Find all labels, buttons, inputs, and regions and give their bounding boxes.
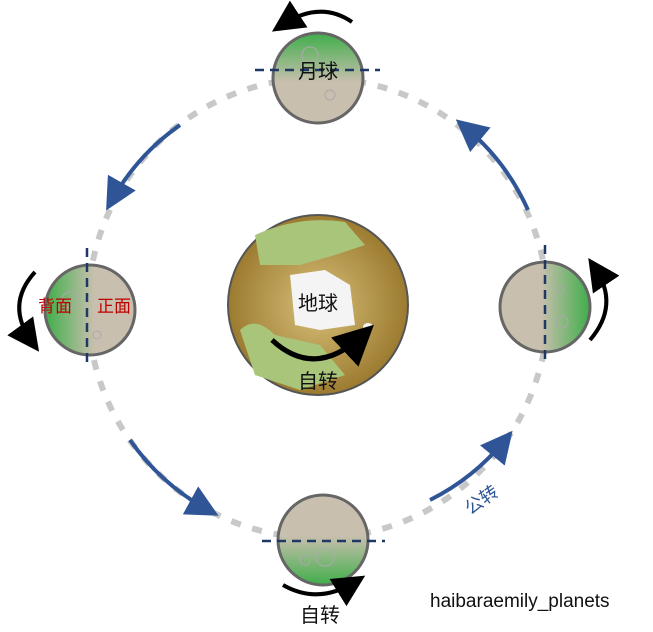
moon-top-rotation-arrow <box>271 0 354 32</box>
moon-rotation-label: 自转 <box>300 603 340 627</box>
moon-left: 背面 正面 <box>7 248 137 365</box>
moon-bottom-rotation-arrow <box>282 575 366 607</box>
moon-label: 月球 <box>298 59 338 83</box>
moon-right-rotation-arrow <box>588 258 620 342</box>
far-side-label: 背面 <box>38 297 72 317</box>
near-side-label: 正面 <box>97 297 131 317</box>
revolution-label: 公转 <box>461 482 503 520</box>
moon-bottom: 自转 <box>262 493 385 627</box>
revolution-arrows <box>106 119 530 516</box>
earth-label: 地球 <box>298 291 338 315</box>
watermark: haibaraemily_planets <box>430 591 610 612</box>
moon-top: 月球 <box>255 0 380 125</box>
earth-rotation-arrow <box>270 324 374 367</box>
moon-right <box>498 245 620 365</box>
orbit-arrow-top-left <box>106 123 182 211</box>
orbit-arrow-bottom-left <box>128 438 219 516</box>
earth-rotation-label: 自转 <box>298 369 338 393</box>
orbit-arrow-bottom-right <box>429 430 513 502</box>
moon-left-rotation-arrow <box>7 270 40 352</box>
orbit-arrow-top-right <box>455 119 530 211</box>
earth: 地球 自转 <box>227 214 409 396</box>
